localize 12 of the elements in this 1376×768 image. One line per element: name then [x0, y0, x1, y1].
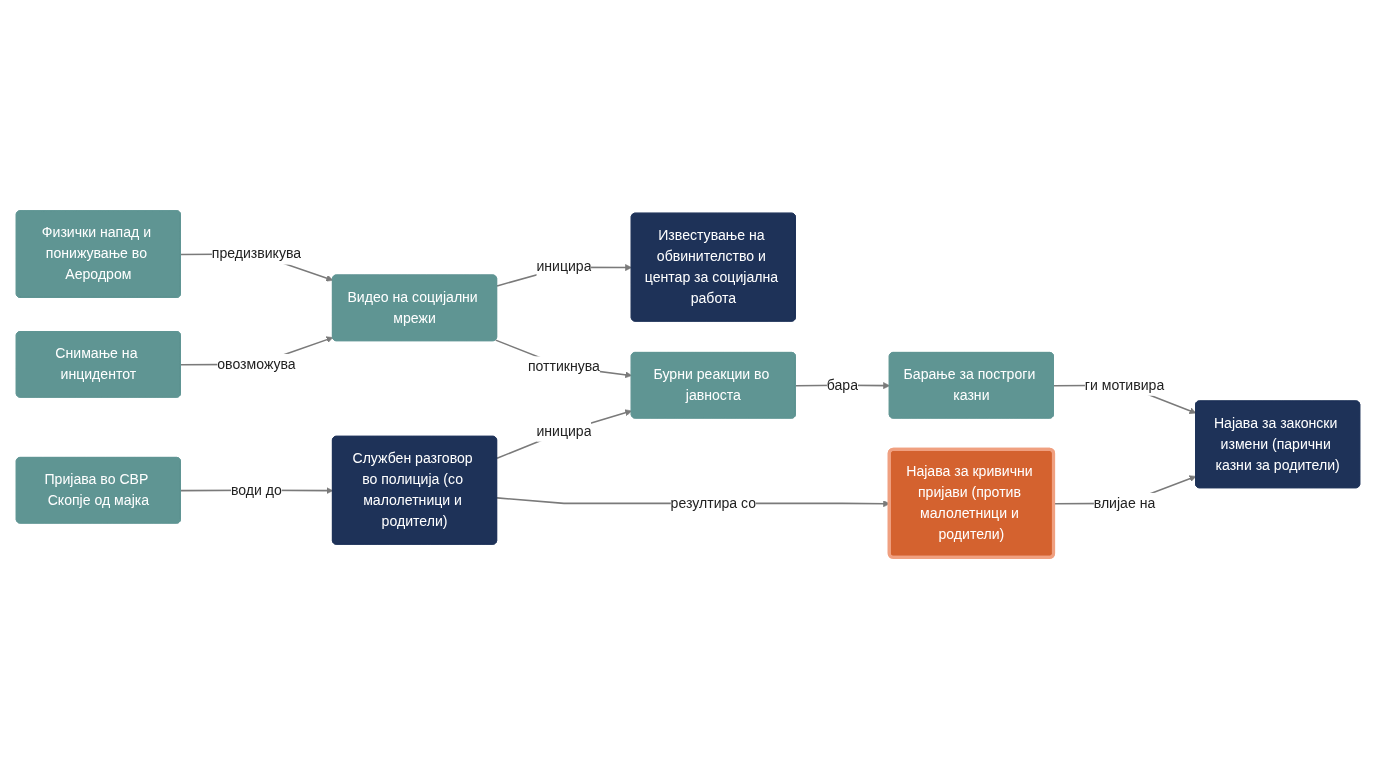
edge-label: предизвикува	[211, 245, 302, 262]
edge-label: води до	[231, 482, 282, 498]
edge-label: овозможува	[217, 356, 296, 372]
edge-label: влијае на	[1093, 495, 1156, 511]
edge-label: бара	[826, 377, 858, 393]
edge-label: поттикнува	[527, 358, 600, 375]
arrow	[494, 339, 632, 379]
edge-label: ги мотивира	[1084, 377, 1165, 393]
arrow	[496, 409, 632, 459]
edge-label: иницира	[536, 423, 592, 439]
edge-label: иницира	[536, 258, 592, 275]
edge-label: резултира со	[670, 495, 757, 511]
